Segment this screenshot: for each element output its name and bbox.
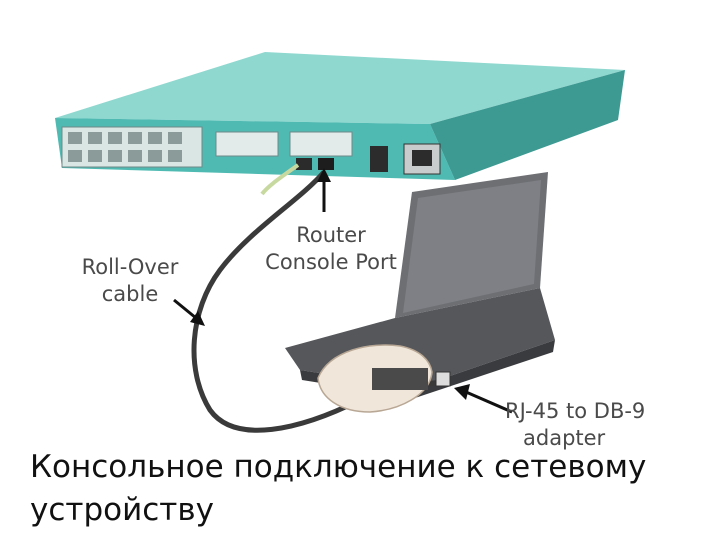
router-top (55, 52, 625, 124)
caption-line-1: Консольное подключение к сетевому (30, 449, 647, 485)
router (55, 52, 625, 180)
ground-wire (260, 163, 300, 196)
adapter-label-line-2: adapter (523, 426, 606, 450)
arrows (173, 168, 513, 414)
power-switch-icon (370, 146, 388, 172)
router-port-block (61, 126, 203, 168)
db9-adapter (372, 368, 428, 390)
router-serial-port-1 (215, 131, 279, 157)
router-serial-port-2 (289, 131, 353, 157)
router-side (430, 70, 625, 180)
cable-arrow (173, 298, 197, 320)
caption-line-2: устройству (30, 492, 214, 528)
slide-caption: Консольное подключение к сетевому устрой… (30, 446, 700, 532)
hand-with-adapter (317, 344, 451, 413)
rollover-label-line-2: cable (101, 282, 159, 306)
rollover-cable-label: Roll-Over cable (66, 254, 194, 308)
adapter-label: RJ-45 to DB-9 adapter (505, 398, 705, 452)
router-label-line-1: Router (296, 223, 366, 247)
adapter-arrow (465, 390, 513, 414)
router-label-line-2: Console Port (265, 250, 397, 274)
router-console-port (318, 158, 334, 170)
router-console-port-label: Router Console Port (246, 222, 416, 276)
laptop-serial-port (435, 371, 451, 387)
rollover-label-line-1: Roll-Over (81, 255, 179, 279)
adapter-label-line-1: RJ-45 to DB-9 (505, 399, 646, 423)
router-aux-port (296, 158, 312, 170)
